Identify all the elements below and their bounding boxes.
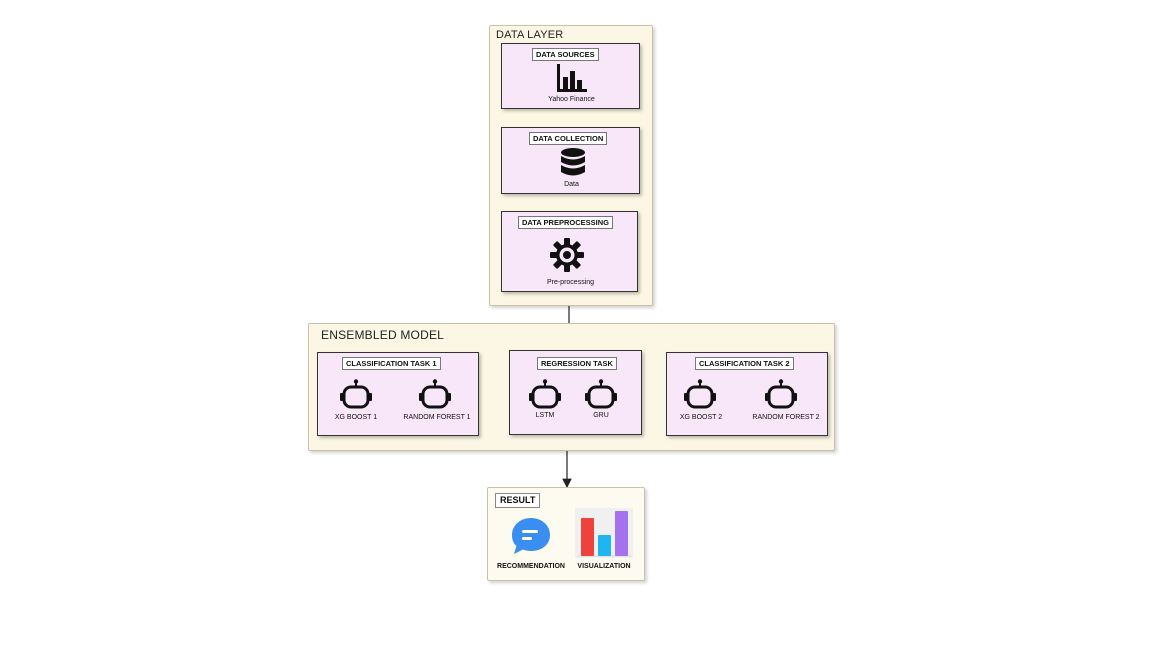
result-panel: RESULT RECOMMENDATION VISUALIZATION <box>487 487 645 581</box>
regression-task-label: REGRESSION TASK <box>537 357 617 370</box>
visualization-chart-icon[interactable] <box>575 508 633 558</box>
model-label-xgboost-1: XG BOOST 1 <box>334 414 378 421</box>
data-collection-card[interactable]: DATA COLLECTION Data <box>501 127 640 194</box>
regression-task-card[interactable]: REGRESSION TASK LSTM GRU <box>509 350 642 435</box>
recommendation-caption: RECOMMENDATION <box>497 563 565 570</box>
bar-chart-icon <box>557 64 587 92</box>
database-icon <box>561 148 585 176</box>
gear-icon <box>550 238 584 272</box>
data-sources-card[interactable]: DATA SOURCES Yahoo Finance <box>501 43 640 109</box>
robot-icon <box>419 379 451 409</box>
data-sources-label: DATA SOURCES <box>532 48 599 61</box>
model-label-lstm: LSTM <box>535 412 555 419</box>
model-label-random-forest-1: RANDOM FOREST 1 <box>403 414 471 421</box>
robot-icon <box>529 379 561 409</box>
data-layer-title: DATA LAYER <box>496 29 564 41</box>
model-label-random-forest-2: RANDOM FOREST 2 <box>752 414 820 421</box>
data-sources-caption: Yahoo Finance <box>548 96 595 103</box>
classification-task-1-label: CLASSIFICATION TASK 1 <box>342 357 441 370</box>
robot-icon <box>585 379 617 409</box>
data-collection-label: DATA COLLECTION <box>529 132 608 145</box>
data-preprocessing-card[interactable]: DATA PREPROCESSING Pre-processing <box>501 211 638 292</box>
model-label-xgboost-2: XG BOOST 2 <box>679 414 723 421</box>
robot-icon <box>765 379 797 409</box>
data-preprocessing-caption: Pre-processing <box>546 279 595 286</box>
data-collection-caption: Data <box>564 181 579 188</box>
chat-bubble-icon[interactable] <box>510 516 552 556</box>
ensembled-model-title: ENSEMBLED MODEL <box>321 328 445 342</box>
data-preprocessing-label: DATA PREPROCESSING <box>518 216 613 229</box>
robot-icon <box>684 379 716 409</box>
classification-task-1-card[interactable]: CLASSIFICATION TASK 1 XG BOOST 1 RANDOM … <box>317 352 479 436</box>
visualization-caption: VISUALIZATION <box>577 563 631 570</box>
classification-task-2-label: CLASSIFICATION TASK 2 <box>695 357 794 370</box>
result-title: RESULT <box>495 493 541 508</box>
robot-icon <box>340 379 372 409</box>
classification-task-2-card[interactable]: CLASSIFICATION TASK 2 XG BOOST 2 RANDOM … <box>666 352 828 436</box>
model-label-gru: GRU <box>593 412 609 419</box>
